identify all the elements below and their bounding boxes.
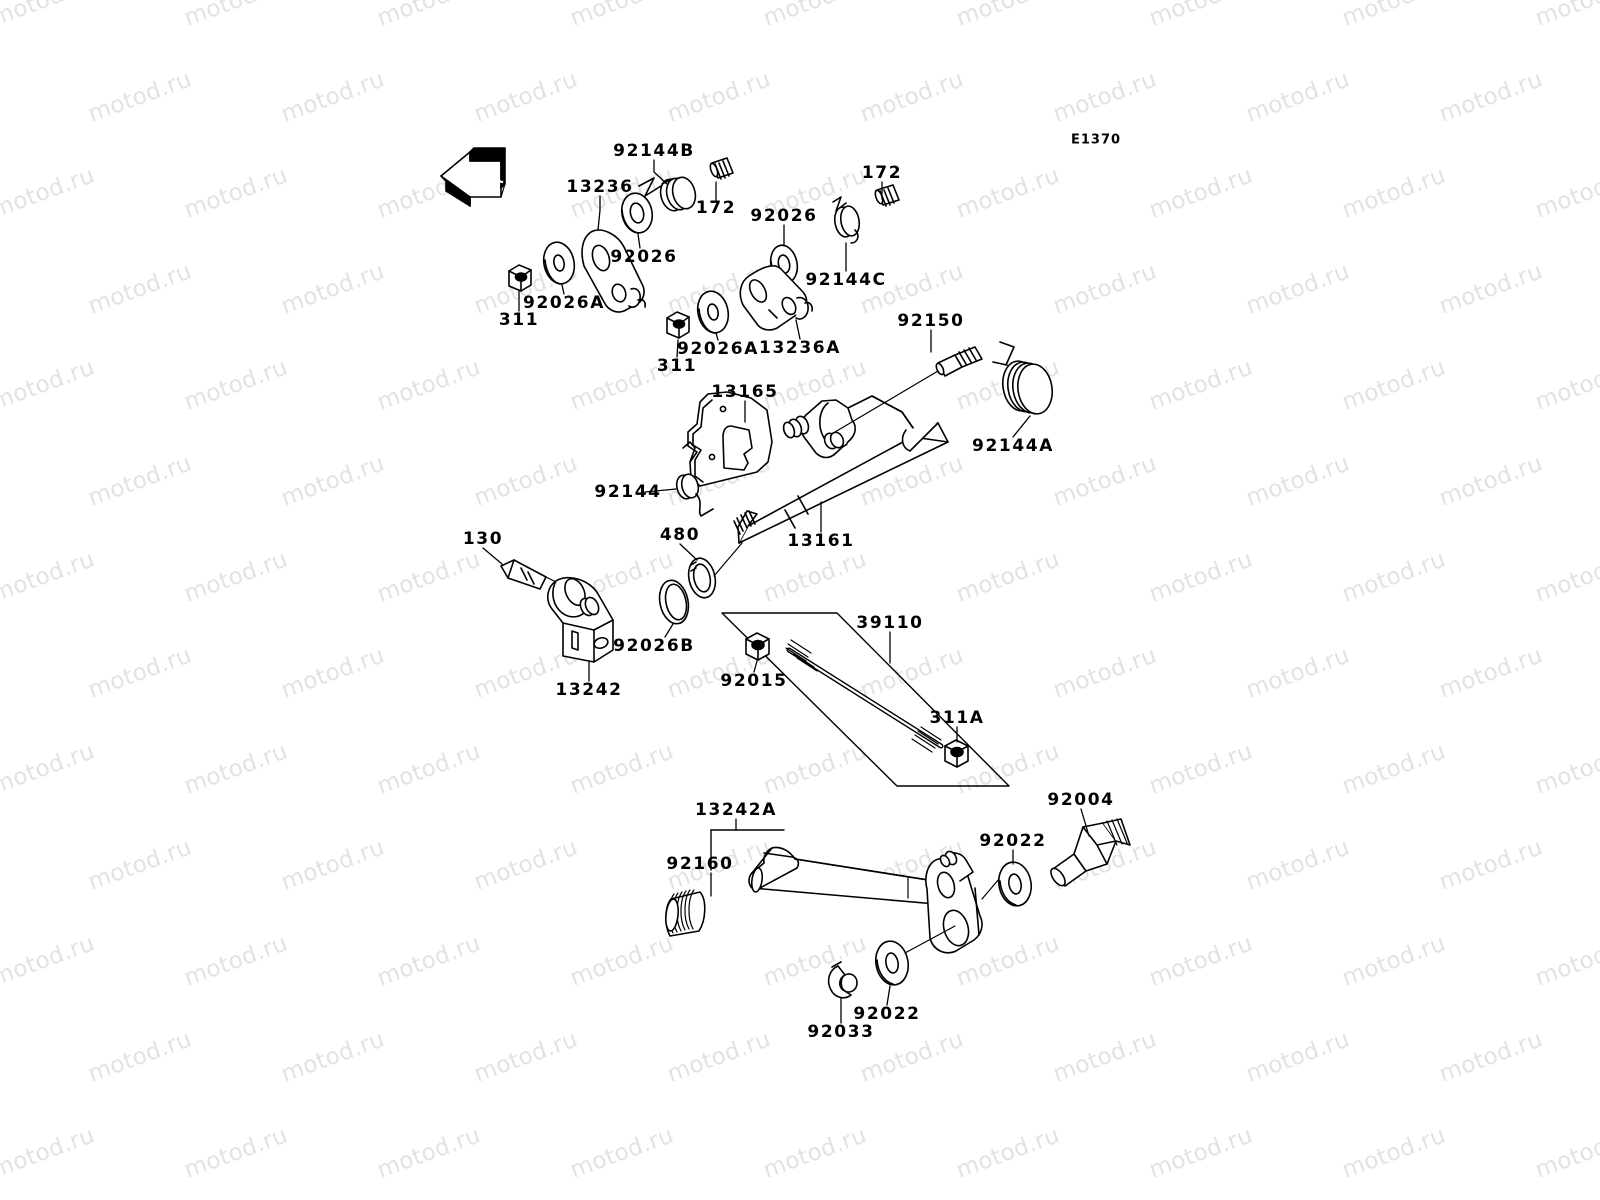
part-13236A-shift-arm <box>739 265 813 331</box>
part-92150-bolt <box>834 346 983 433</box>
callout-172: 172 <box>695 198 737 218</box>
callout-311: 311 <box>656 356 698 376</box>
callout-39110: 39110 <box>856 613 924 633</box>
leader-lines <box>482 159 1090 1024</box>
callout-311a: 311A <box>929 708 985 728</box>
part-92144C-spring <box>832 196 861 244</box>
callout-92144: 92144 <box>594 482 662 502</box>
callout-92026a: 92026A <box>523 293 605 313</box>
callout-92144a: 92144A <box>972 436 1054 456</box>
callout-92026a: 92026A <box>677 339 759 359</box>
callout-13161: 13161 <box>787 531 855 551</box>
callout-92150: 92150 <box>897 311 965 331</box>
callout-311: 311 <box>498 310 540 330</box>
callout-13236: 13236 <box>566 177 634 197</box>
part-92026B-oil-seal <box>658 579 690 625</box>
callout-13242: 13242 <box>555 680 623 700</box>
part-92004-bolt <box>1050 818 1131 887</box>
part-13161-shift-shaft <box>733 395 949 544</box>
callout-92004: 92004 <box>1047 790 1115 810</box>
part-13242A-gear-change-pedal <box>748 846 983 954</box>
callout-92144b: 92144B <box>613 141 695 161</box>
part-92033-circlip <box>827 961 858 999</box>
callout-92022: 92022 <box>853 1004 921 1024</box>
part-92026-washer-upper <box>620 192 654 234</box>
callout-92026: 92026 <box>610 247 678 267</box>
part-92026A-washer-center <box>696 290 730 334</box>
part-92144B-spring <box>638 176 697 212</box>
callout-130: 130 <box>462 529 504 549</box>
part-311-nut-left <box>508 264 532 292</box>
part-13242-shift-lever <box>547 576 614 663</box>
callout-172: 172 <box>861 163 903 183</box>
callout-92160: 92160 <box>666 854 734 874</box>
part-311A-nut <box>944 739 969 768</box>
part-92022-washer-lower <box>874 925 956 986</box>
part-311-nut-center <box>666 311 690 339</box>
callout-92033: 92033 <box>807 1022 875 1042</box>
part-39110-tie-rod <box>785 639 944 753</box>
callout-92026: 92026 <box>750 206 818 226</box>
part-92144A-spring <box>992 341 1053 415</box>
part-39110-group-bracket <box>721 612 1010 787</box>
part-92144-spring <box>675 441 714 517</box>
callout-480: 480 <box>659 525 701 545</box>
part-92026A-washer-left <box>542 241 576 285</box>
part-13165-positioning-plate <box>687 391 773 487</box>
part-13242A-group-bracket <box>710 829 785 871</box>
front-arrow-icon <box>440 147 506 207</box>
callout-92026b: 92026B <box>613 636 695 656</box>
callout-13165: 13165 <box>711 382 779 402</box>
part-92022-washer-upper <box>981 861 1033 907</box>
callout-13242a: 13242A <box>695 800 777 820</box>
part-480-snap-ring <box>687 542 743 599</box>
callout-13236a: 13236A <box>759 338 841 358</box>
part-130-bolt <box>500 559 563 590</box>
callout-92015: 92015 <box>720 671 788 691</box>
callout-92144c: 92144C <box>805 270 887 290</box>
diagram-code: E1370 <box>1070 132 1122 148</box>
part-92015-nut <box>745 632 770 661</box>
part-92160-pedal-rubber <box>665 889 706 937</box>
callout-92022: 92022 <box>979 831 1047 851</box>
part-13236-shift-arm <box>581 229 646 313</box>
part-172-pin-left <box>709 157 734 180</box>
